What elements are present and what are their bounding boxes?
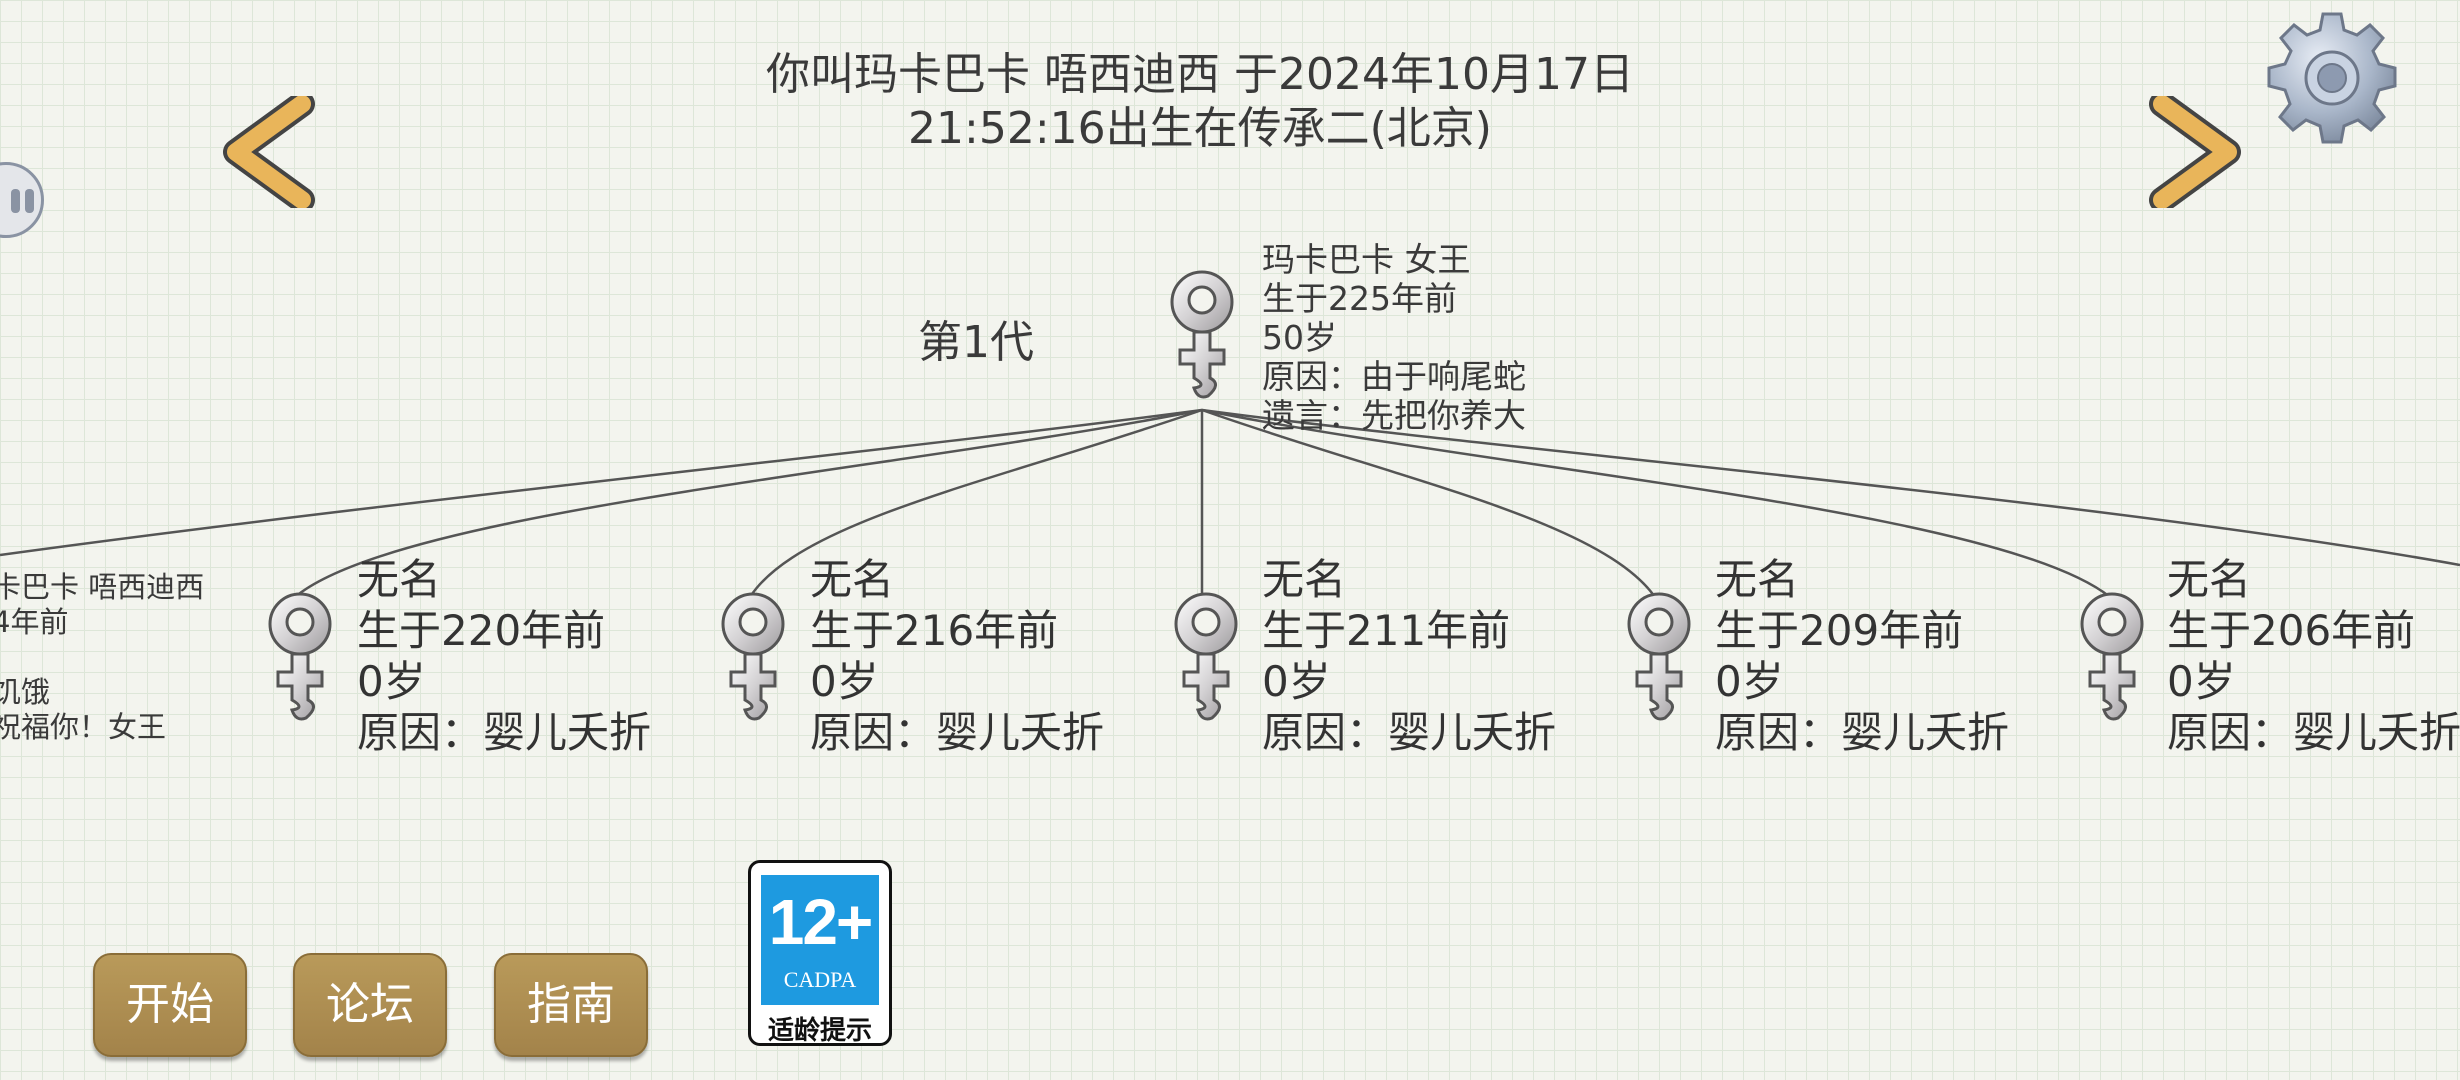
child-info: 无名 生于220年前 0岁 原因：婴儿夭折	[357, 554, 651, 758]
child-name: 无名	[2167, 555, 2252, 604]
forum-button[interactable]: 论坛	[293, 953, 447, 1057]
child-female-icon[interactable]	[260, 592, 340, 732]
child-cause: 原因：婴儿夭折	[810, 708, 1105, 757]
age-rating-panel: 12+ CADPA	[761, 875, 879, 1005]
parent-info: 玛卡巴卡 女王 生于225年前 50岁 原因：由于响尾蛇 遗言：先把你养大	[1262, 240, 1526, 435]
generation-label: 第1代	[918, 317, 1034, 368]
birth-announcement: 你叫玛卡巴卡 唔西迪西 于2024年10月17日 21:52:16出生在传承二(…	[600, 48, 1800, 156]
start-button[interactable]: 开始	[93, 953, 247, 1057]
child-cause: 原因：婴儿夭折	[1262, 708, 1557, 757]
chevron-left-icon[interactable]	[222, 96, 322, 208]
child-cause: 原因：婴儿夭折	[2167, 708, 2460, 757]
guide-button[interactable]: 指南	[494, 953, 648, 1057]
child-female-icon[interactable]	[2072, 592, 2152, 732]
birth-announcement-line1: 你叫玛卡巴卡 唔西迪西 于2024年10月17日	[766, 49, 1634, 100]
child-info: 无名 生于211年前 0岁 原因：婴儿夭折	[1262, 554, 1556, 758]
child-born: 生于206年前	[2167, 606, 2416, 655]
child-born: 生于209年前	[1715, 606, 1964, 655]
edge-sibling-line3	[0, 640, 204, 675]
edge-sibling-line5: 祝福你！女王	[0, 710, 167, 744]
child-info: 无名 生于206年前 0岁 原因：婴儿夭折	[2167, 554, 2460, 758]
gear-icon[interactable]	[2262, 10, 2402, 150]
edge-sibling-line4: 饥饿	[0, 675, 51, 709]
child-born: 生于216年前	[810, 606, 1059, 655]
child-info: 无名 生于216年前 0岁 原因：婴儿夭折	[810, 554, 1104, 758]
edge-sibling-line2: 4年前	[0, 605, 69, 639]
child-name: 无名	[810, 555, 895, 604]
age-rating-note: 适龄提示	[767, 1016, 872, 1046]
child-info: 无名 生于209年前 0岁 原因：婴儿夭折	[1715, 554, 2009, 758]
child-female-icon[interactable]	[713, 592, 793, 732]
parent-cause: 原因：由于响尾蛇	[1262, 357, 1526, 396]
child-female-icon[interactable]	[1619, 592, 1699, 732]
age-rating-value: 12+	[768, 886, 874, 958]
age-rating-org: CADPA	[783, 967, 857, 992]
child-age: 0岁	[810, 657, 879, 706]
child-female-icon[interactable]	[1166, 592, 1246, 732]
child-name: 无名	[1715, 555, 1800, 604]
parent-name: 玛卡巴卡 女王	[1262, 240, 1471, 279]
child-cause: 原因：婴儿夭折	[357, 708, 652, 757]
parent-age: 50岁	[1262, 318, 1337, 357]
child-age: 0岁	[1262, 657, 1331, 706]
chevron-right-icon[interactable]	[2142, 96, 2242, 208]
parent-last-words: 遗言：先把你养大	[1262, 396, 1526, 435]
birth-announcement-line2: 21:52:16出生在传承二(北京)	[908, 103, 1492, 154]
child-age: 0岁	[2167, 657, 2236, 706]
child-name: 无名	[1262, 555, 1347, 604]
edge-sibling-line1: 卡巴卡 唔西迪西	[0, 570, 205, 604]
child-born: 生于220年前	[357, 606, 606, 655]
child-age: 0岁	[1715, 657, 1784, 706]
child-age: 0岁	[357, 657, 426, 706]
child-born: 生于211年前	[1262, 606, 1511, 655]
age-rating-badge[interactable]: 12+ CADPA 适龄提示	[748, 860, 892, 1046]
parent-female-icon[interactable]	[1162, 270, 1242, 410]
child-cause: 原因：婴儿夭折	[1715, 708, 2010, 757]
edge-sibling-info: 卡巴卡 唔西迪西 4年前 饥饿 祝福你！女王	[0, 570, 204, 745]
parent-born: 生于225年前	[1262, 279, 1457, 318]
child-name: 无名	[357, 555, 442, 604]
